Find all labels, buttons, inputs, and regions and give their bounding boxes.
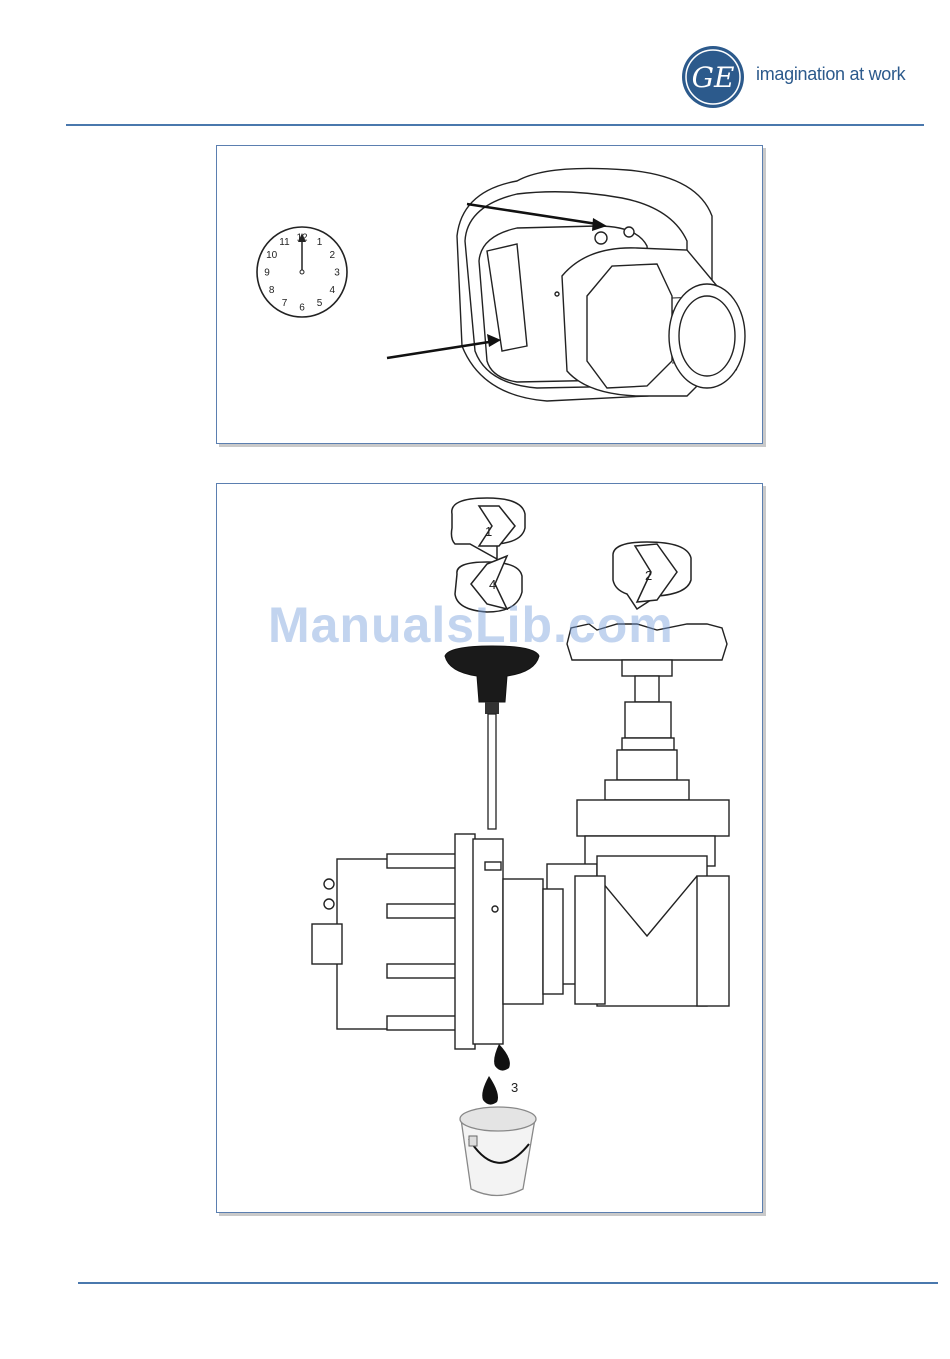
rotation-arrow-counterclockwise-icon: 4: [455, 556, 522, 612]
figure-sensor-orientation: 121234567891011: [216, 145, 763, 444]
clock-number: 11: [279, 237, 290, 248]
ge-tagline: imagination at work: [756, 64, 905, 85]
footer-divider: [78, 1282, 938, 1284]
header-divider: [66, 124, 924, 126]
clock-number: 1: [317, 237, 323, 248]
clock-number: 7: [282, 298, 288, 309]
clock-icon: 121234567891011: [257, 227, 347, 317]
step-label-4: 4: [489, 577, 496, 592]
rotation-arrow-clockwise-icon: 1: [451, 498, 525, 559]
clock-number: 9: [264, 268, 270, 279]
clock-number: 2: [330, 250, 336, 261]
oil-drop-icon: [482, 1044, 510, 1105]
clock-number: 5: [317, 298, 323, 309]
bucket-icon: [460, 1107, 536, 1196]
ge-logo: GE imagination at work: [680, 44, 930, 114]
clock-number: 4: [330, 285, 336, 296]
ge-logo-text: GE: [692, 61, 735, 94]
step-label-1: 1: [485, 524, 492, 539]
hex-key-tool: [445, 646, 539, 829]
clock-number: 3: [334, 268, 340, 279]
ge-monogram-icon: GE: [680, 44, 750, 114]
rotation-arrow-valve-icon: 2: [613, 542, 691, 609]
step-label-3: 3: [511, 1080, 518, 1095]
sensor-drawing: [457, 168, 745, 401]
step-label-2: 2: [645, 568, 652, 583]
clock-number: 8: [269, 285, 275, 296]
gate-valve-drawing: [547, 624, 729, 1006]
sensor-body-drawing: [312, 834, 563, 1049]
figure-drain-procedure: 1 4 2: [216, 483, 763, 1213]
clock-number: 10: [266, 250, 278, 261]
clock-number: 6: [299, 303, 305, 314]
